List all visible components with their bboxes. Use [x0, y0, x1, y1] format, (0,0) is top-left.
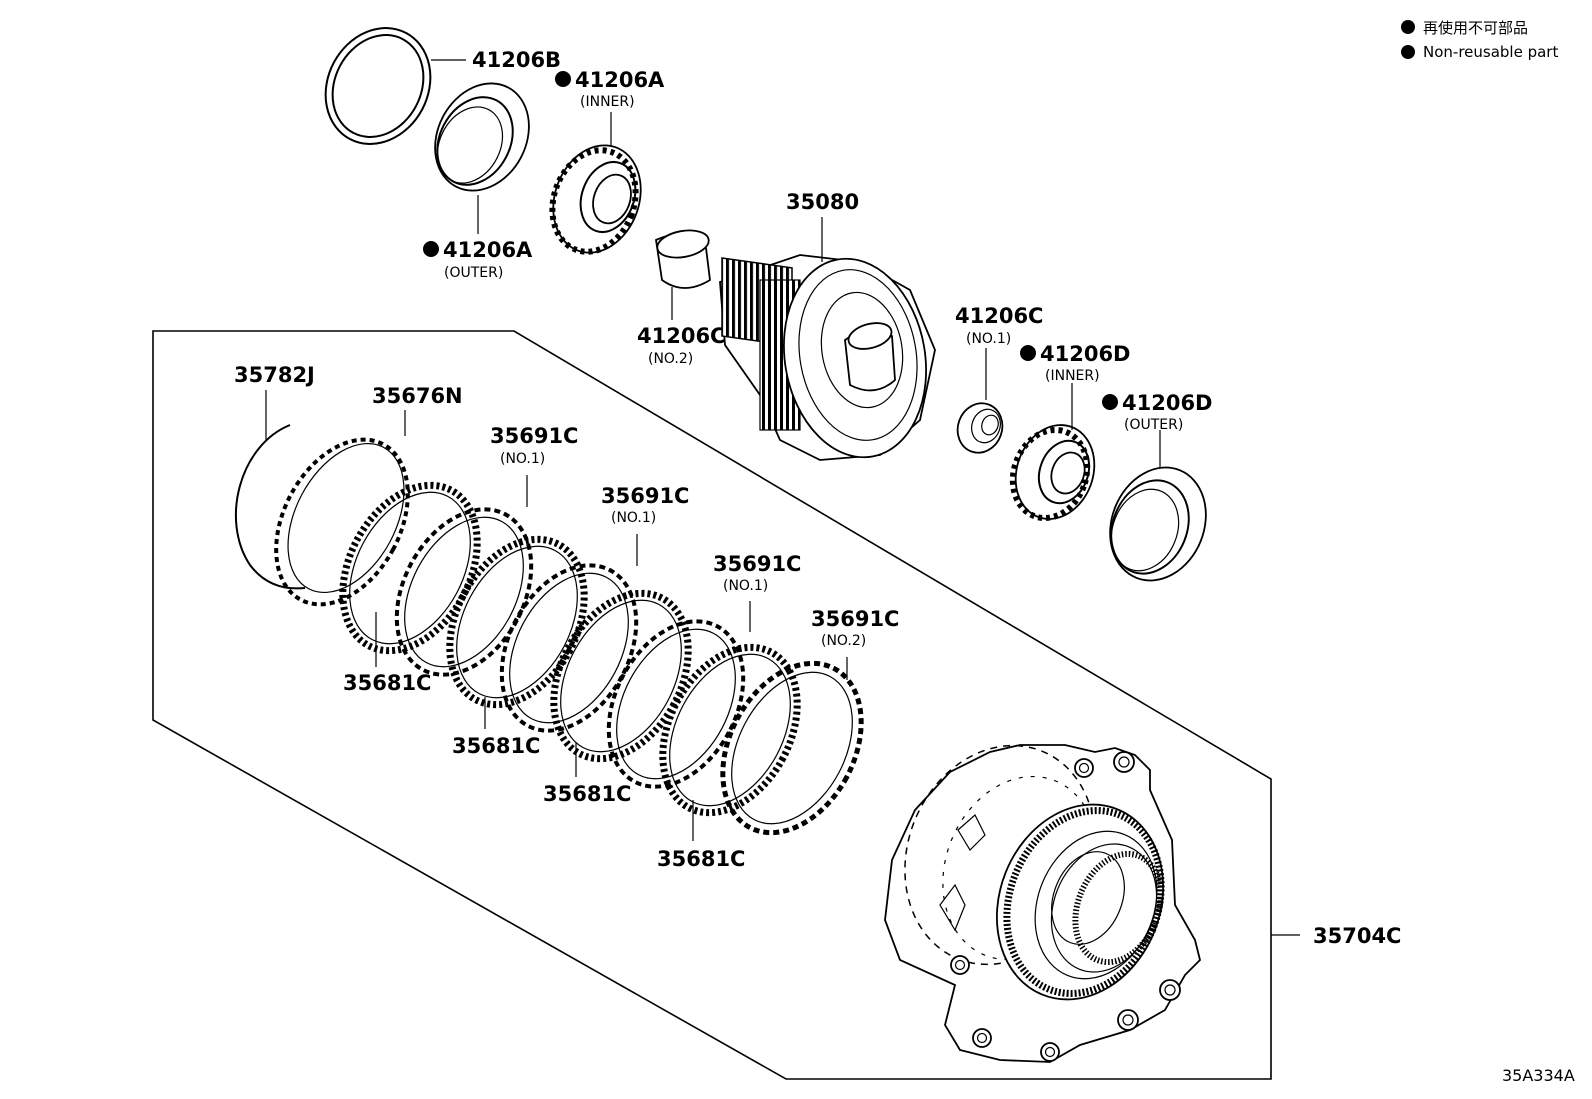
- part-35691C-plate-3[interactable]: [582, 598, 771, 810]
- label-35691C-3[interactable]: 35691C: [713, 552, 801, 576]
- non-reusable-bullet-icon: [555, 71, 571, 87]
- part-41206D-outer-race[interactable]: [1094, 453, 1223, 595]
- non-reusable-bullet-icon: [1401, 20, 1415, 34]
- label-35681C-2[interactable]: 35681C: [452, 734, 540, 758]
- part-41206B-snap-ring[interactable]: [306, 10, 451, 163]
- label-41206A-inner-sub: (INNER): [580, 94, 635, 110]
- label-41206A-outer[interactable]: 41206A: [443, 238, 533, 262]
- legend-japanese: 再使用不可部品: [1423, 19, 1528, 37]
- label-41206D-outer[interactable]: 41206D: [1122, 391, 1213, 415]
- part-35080-gear[interactable]: [719, 247, 941, 468]
- part-41206A-inner-bearing[interactable]: [539, 133, 656, 265]
- label-35782J[interactable]: 35782J: [234, 363, 315, 387]
- part-35691C-plate-4[interactable]: [695, 639, 889, 856]
- label-35681C-3[interactable]: 35681C: [543, 782, 631, 806]
- label-41206D-inner[interactable]: 41206D: [1040, 342, 1131, 366]
- label-35691C-4-sub: (NO.2): [821, 633, 866, 649]
- label-41206C-no1[interactable]: 41206C: [955, 304, 1043, 328]
- label-35691C-1[interactable]: 35691C: [490, 424, 578, 448]
- diagram-code: 35A334A: [1502, 1066, 1575, 1085]
- assembly-frame: [152, 330, 1272, 1080]
- label-41206C-no1-sub: (NO.1): [966, 331, 1011, 347]
- non-reusable-bullet-icon: [1020, 345, 1036, 361]
- part-35681C-disc-2[interactable]: [423, 516, 612, 728]
- label-35681C-1[interactable]: 35681C: [343, 671, 431, 695]
- label-35691C-2-sub: (NO.1): [611, 510, 656, 526]
- label-41206C-no2-sub: (NO.2): [648, 351, 693, 367]
- legend: 再使用不可部品 Non-reusable part: [1401, 19, 1558, 61]
- label-41206D-outer-sub: (OUTER): [1124, 417, 1183, 433]
- label-35691C-3-sub: (NO.1): [723, 578, 768, 594]
- part-41206D-inner-bearing[interactable]: [1001, 414, 1107, 530]
- legend-english: Non-reusable part: [1423, 43, 1558, 61]
- part-35782J-snap-ring[interactable]: [235, 424, 306, 590]
- part-41206C-no1-bearing[interactable]: [951, 397, 1009, 459]
- label-41206C-no2[interactable]: 41206C: [637, 324, 725, 348]
- label-35681C-4[interactable]: 35681C: [657, 847, 745, 871]
- part-41206C-no2-bearing[interactable]: [655, 227, 711, 289]
- label-35691C-4[interactable]: 35691C: [811, 607, 899, 631]
- label-35080[interactable]: 35080: [786, 190, 859, 214]
- non-reusable-bullet-icon: [1401, 45, 1415, 59]
- part-35676N-plate[interactable]: [249, 417, 434, 627]
- label-41206D-inner-sub: (INNER): [1045, 368, 1100, 384]
- label-41206A-inner[interactable]: 41206A: [575, 68, 665, 92]
- label-35676N[interactable]: 35676N: [372, 384, 463, 408]
- label-35691C-1-sub: (NO.1): [500, 451, 545, 467]
- part-35681C-disc-1[interactable]: [316, 462, 505, 674]
- part-35704C-housing[interactable]: [873, 717, 1201, 1063]
- non-reusable-bullet-icon: [423, 241, 439, 257]
- label-35704C[interactable]: 35704C: [1313, 924, 1401, 948]
- part-35681C-disc-4[interactable]: [636, 624, 825, 836]
- label-35691C-2[interactable]: 35691C: [601, 484, 689, 508]
- label-41206A-outer-sub: (OUTER): [444, 265, 503, 281]
- part-41206A-outer-race[interactable]: [417, 67, 547, 207]
- label-41206B[interactable]: 41206B: [472, 48, 561, 72]
- non-reusable-bullet-icon: [1102, 394, 1118, 410]
